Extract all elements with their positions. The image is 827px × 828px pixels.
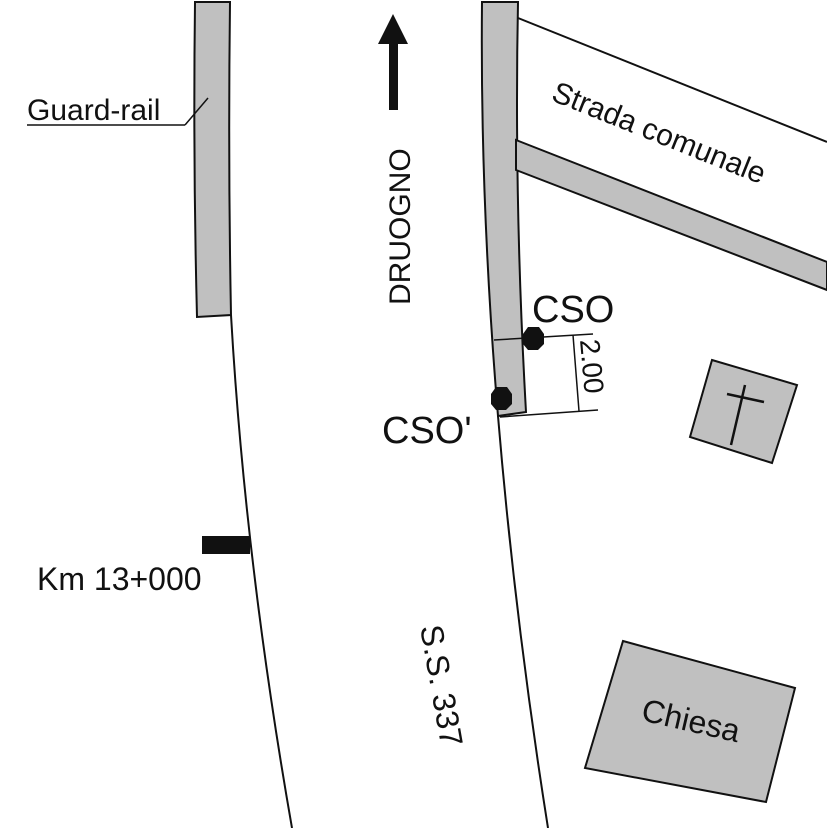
cross-icon [726,384,765,446]
cemetery-plot [688,358,799,465]
kilometer-marker [202,536,250,554]
church-building [583,639,797,804]
arrow-up-icon [378,14,408,110]
guard-rail-label: Guard-rail [27,94,160,127]
road-edge-left [230,314,293,828]
kilometer-marker-label: Km 13+000 [37,561,202,597]
distance-dimension-line [572,334,580,412]
road-edge-right [497,415,549,828]
cso-point-marker [523,327,544,350]
cso-label: CSO [532,289,614,331]
guard-rail-leader-diag [184,97,209,126]
guard-rail-right [480,0,528,418]
cso-prime-label: CSO' [382,410,472,452]
side-road-strip [515,138,827,292]
guard-rail-left [193,1,233,319]
direction-label: DRUOGNO [384,148,417,305]
distance-label: 2.00 [574,338,610,395]
main-road-label: S.S. 337 [413,622,470,749]
side-road-edge [517,17,827,143]
cso-prime-point-marker [491,387,512,410]
cso-prime-offset-line [499,409,599,418]
